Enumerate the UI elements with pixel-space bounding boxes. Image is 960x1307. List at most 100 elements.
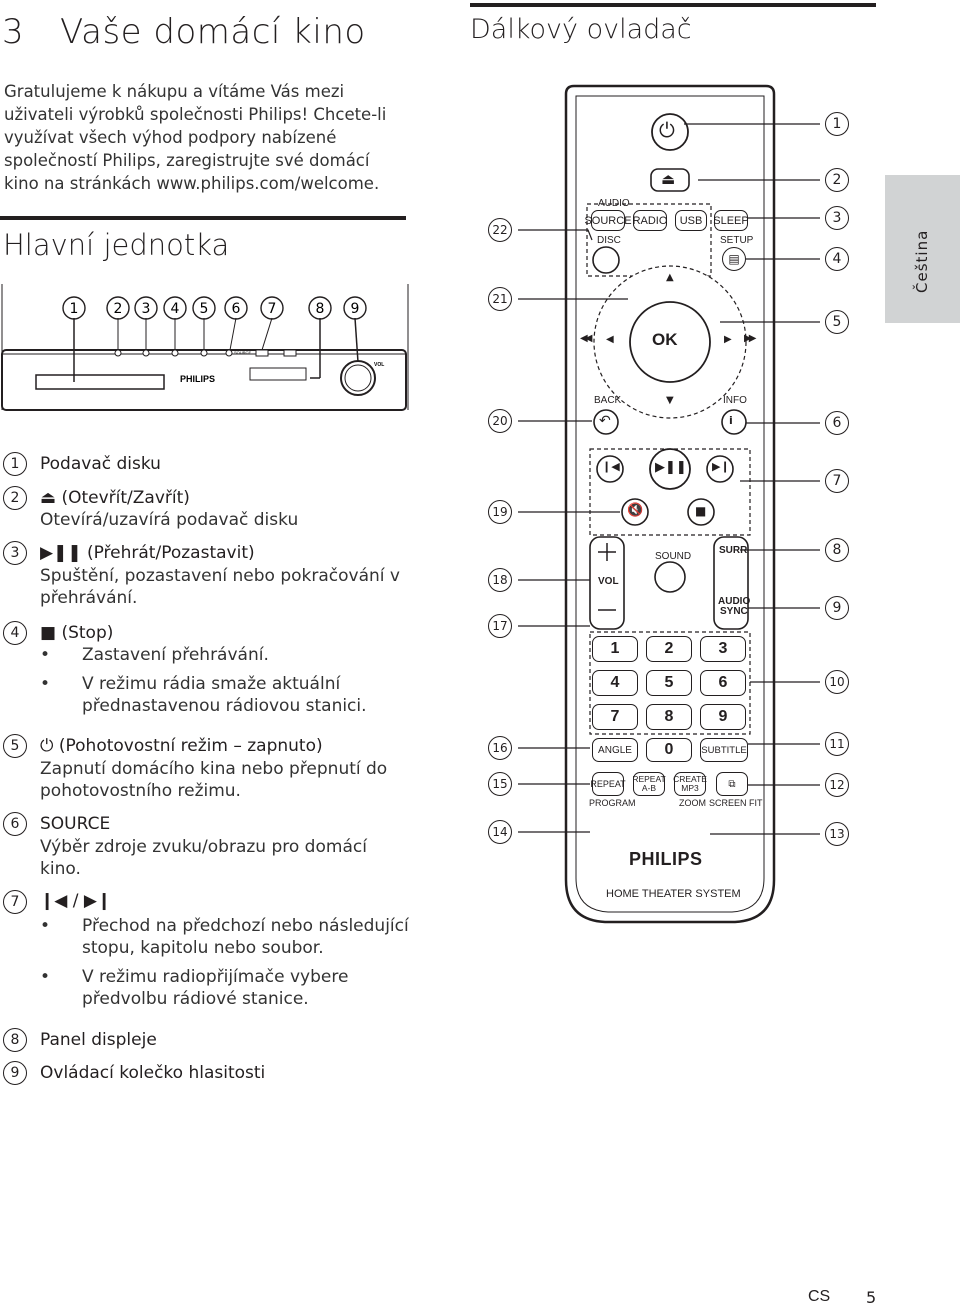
eject-icon: ⏏ <box>40 488 57 508</box>
item-title: Ovládací kolečko hlasitosti <box>40 1063 266 1083</box>
program-label: PROGRAM <box>589 798 636 808</box>
callout: 2 <box>825 168 849 192</box>
eject-icon[interactable]: ⏏ <box>661 170 676 188</box>
section-rule <box>0 216 406 220</box>
digit-button[interactable]: 4 <box>592 670 638 696</box>
page-number: 5 <box>866 1288 877 1307</box>
digit-button[interactable]: 6 <box>700 670 746 696</box>
radio-button[interactable]: RADIO <box>633 210 667 231</box>
angle-button[interactable]: ANGLE <box>592 738 638 762</box>
callout: 13 <box>825 822 849 846</box>
play-pause-icon[interactable]: ▶❚❚ <box>655 460 687 475</box>
unit-callout-number: 5 <box>200 301 209 317</box>
callout: 12 <box>825 773 849 797</box>
play-pause-icon: ▶❚❚ <box>40 543 82 563</box>
callout: 8 <box>825 538 849 562</box>
item-title: Podavač disku <box>40 454 161 474</box>
callout: 7 <box>825 469 849 493</box>
callout: 3 <box>825 206 849 230</box>
next-icon[interactable]: ▶❙ <box>712 460 730 473</box>
repeat-button[interactable]: REPEAT <box>590 772 626 796</box>
language-tab-label: Čeština <box>913 229 931 293</box>
source-button[interactable]: SOURCE <box>584 210 632 231</box>
callout: 1 <box>825 112 849 136</box>
disc-label: DISC <box>597 235 621 246</box>
down-arrow-icon[interactable]: ▼ <box>666 395 674 406</box>
item-title: / <box>72 891 79 911</box>
unit-callout-number: 1 <box>70 301 79 317</box>
usb-button[interactable]: USB <box>675 210 707 231</box>
right-arrow-icon[interactable]: ▶ <box>724 334 732 345</box>
power-icon[interactable]: ⏻ <box>659 118 675 142</box>
digit-button[interactable]: 8 <box>646 704 692 730</box>
subtitle-button[interactable]: SUBTITLE <box>700 738 748 762</box>
unit-callout-number: 2 <box>114 301 123 317</box>
item-title-row: ⏻ (Pohotovostní režim – zapnuto) <box>40 735 323 757</box>
digit-button[interactable]: 3 <box>700 636 746 662</box>
unit-callout-number: 9 <box>351 301 360 317</box>
item-number: 5 <box>3 734 27 758</box>
audio-sync-label-1[interactable]: AUDIO <box>718 596 751 607</box>
left-arrow-icon[interactable]: ◀ <box>606 334 614 345</box>
rewind-icon[interactable]: ◀◀ <box>580 333 593 344</box>
item-title-row: ■ (Stop) <box>40 622 113 644</box>
audio-sync-label-2[interactable]: SYNC <box>720 606 748 617</box>
callout: 6 <box>825 411 849 435</box>
bullet-item: •V režimu rádia smaže aktuální přednasta… <box>40 674 367 716</box>
remote-body <box>564 84 776 924</box>
back-label: BACK <box>594 395 622 406</box>
callout: 5 <box>825 310 849 334</box>
bullet-dot: • <box>40 674 51 694</box>
item-description: Spuštění, pozastavení nebo pokračování v… <box>40 566 400 608</box>
item-title-row: ❙◀ / ▶❙ <box>40 890 111 912</box>
bullet-item: •V režimu radiopřijímače vybere předvolb… <box>40 967 349 1009</box>
unit-callout-number: 3 <box>142 301 151 317</box>
digit-button[interactable]: 1 <box>592 636 638 662</box>
setup-icon[interactable]: ▤ <box>722 247 746 271</box>
info-label: INFO <box>723 395 747 406</box>
info-icon[interactable]: i <box>729 414 733 427</box>
callout: 14 <box>488 820 512 844</box>
sleep-button[interactable]: SLEEP <box>713 210 749 231</box>
item-title: (Stop) <box>61 623 114 643</box>
surr-button[interactable]: SURR <box>719 545 748 556</box>
digit-button[interactable]: 9 <box>700 704 746 730</box>
unit-vol-label: VOL <box>374 362 384 368</box>
digit-button[interactable]: 5 <box>646 670 692 696</box>
unit-callout-number: 6 <box>232 301 241 317</box>
callout: 4 <box>825 247 849 271</box>
digit-button[interactable]: 2 <box>646 636 692 662</box>
vol-label: VOL <box>598 576 619 587</box>
remote-heading: Dálkový ovladač <box>470 14 692 45</box>
callout: 17 <box>488 614 512 638</box>
remote-brand-logo: PHILIPS <box>629 849 703 869</box>
screen-fit-label: SCREEN FIT <box>709 798 763 808</box>
bullet-dot: • <box>40 916 51 936</box>
ok-button[interactable]: OK <box>652 330 678 349</box>
item-title-row: ▶❚❚ (Přehrát/Pozastavit) <box>40 542 255 564</box>
item-description: Otevírá/uzavírá podavač disku <box>40 510 299 530</box>
fast-forward-icon[interactable]: ▶▶ <box>744 333 757 344</box>
previous-icon[interactable]: ❙◀ <box>602 460 620 473</box>
callout: 15 <box>488 772 512 796</box>
back-icon[interactable]: ↶ <box>599 413 611 429</box>
callout: 21 <box>488 287 512 311</box>
item-description: Zapnutí domácího kina nebo přepnutí do p… <box>40 759 388 801</box>
item-title-row: ⏏ (Otevřít/Zavřít) <box>40 487 190 509</box>
item-number: 9 <box>3 1061 27 1085</box>
bullet-dot: • <box>40 645 51 665</box>
previous-icon: ❙◀ <box>40 891 68 911</box>
item-number: 3 <box>3 541 27 565</box>
section-rule <box>470 3 876 7</box>
digit-button[interactable]: 7 <box>592 704 638 730</box>
mute-icon[interactable]: 🔇 <box>627 503 644 518</box>
screen-fit-button[interactable]: ⧉ <box>716 772 748 796</box>
digit-zero-button[interactable]: 0 <box>646 738 692 762</box>
up-arrow-icon[interactable]: ▲ <box>666 272 674 283</box>
item-number: 7 <box>3 890 27 914</box>
unit-brand: PHILIPS <box>180 374 215 384</box>
stop-icon[interactable]: ■ <box>695 504 707 518</box>
